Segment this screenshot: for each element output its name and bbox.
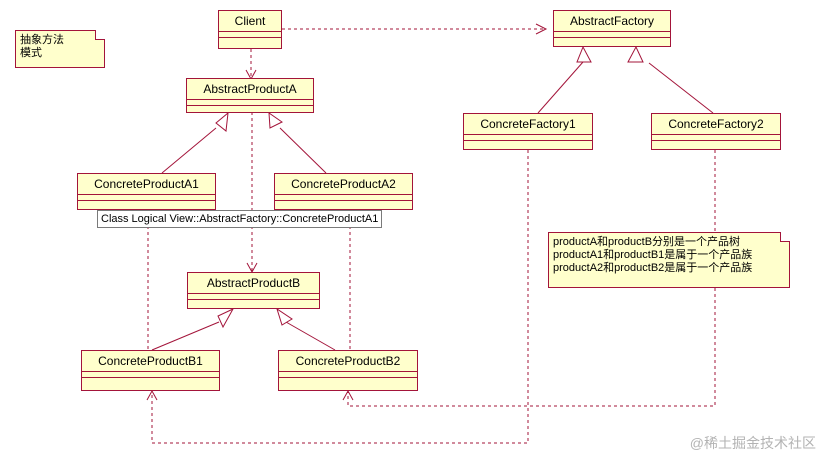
class-concrete-product-b1[interactable]: ConcreteProductB1	[81, 350, 220, 391]
class-concrete-product-a1[interactable]: ConcreteProductA1	[77, 173, 216, 210]
class-attributes-compartment	[279, 371, 417, 378]
note-line: productA1和productB1是属于一个产品族	[553, 249, 753, 261]
note-line: productA2和productB2是属于一个产品族	[553, 262, 753, 274]
class-concrete-factory-1[interactable]: ConcreteFactory1	[463, 113, 593, 150]
generalization-factory1	[537, 61, 584, 114]
generalization-product-b1	[151, 321, 220, 351]
element-tooltip: Class Logical View::AbstractFactory::Con…	[97, 210, 383, 228]
class-attributes-compartment	[464, 134, 592, 141]
class-name: AbstractFactory	[554, 11, 670, 32]
inheritance-triangle	[217, 307, 235, 329]
class-name: ConcreteFactory1	[464, 114, 592, 135]
class-name: AbstractProductB	[188, 273, 319, 294]
watermark: @稀土掘金技术社区	[689, 435, 816, 451]
class-abstract-product-a[interactable]: AbstractProductA	[186, 78, 314, 113]
note-fold-corner	[95, 30, 105, 40]
arrowhead-open	[342, 389, 354, 401]
generalization-product-a1	[161, 127, 217, 174]
note-pattern-title[interactable]: 抽象方法 模式	[15, 30, 105, 68]
class-attributes-compartment	[82, 371, 219, 378]
inheritance-triangle	[576, 45, 592, 63]
inheritance-triangle	[215, 111, 229, 132]
arrowhead-open	[146, 389, 158, 401]
class-name: Client	[219, 11, 281, 32]
note-line: productA和productB分别是一个产品树	[553, 236, 741, 248]
generalization-factory2	[648, 62, 714, 114]
arrowhead-open	[535, 23, 548, 35]
generalization-product-b2	[285, 321, 336, 351]
class-attributes-compartment	[652, 134, 780, 141]
class-attributes-compartment	[554, 31, 670, 38]
inheritance-triangle	[268, 111, 283, 129]
class-attributes-compartment	[188, 293, 319, 300]
class-abstract-factory[interactable]: AbstractFactory	[553, 10, 671, 47]
class-name: ConcreteProductA2	[275, 174, 412, 195]
class-name: AbstractProductA	[187, 79, 313, 100]
inheritance-triangle	[276, 307, 293, 326]
class-attributes-compartment	[78, 194, 215, 201]
class-name: ConcreteProductB1	[82, 351, 219, 372]
class-name: ConcreteProductA1	[78, 174, 215, 195]
class-attributes-compartment	[219, 31, 281, 38]
class-name: ConcreteFactory2	[652, 114, 780, 135]
class-concrete-factory-2[interactable]: ConcreteFactory2	[651, 113, 781, 150]
dependency-factory1-to-b1	[151, 150, 529, 444]
class-name: ConcreteProductB2	[279, 351, 417, 372]
note-line: 抽象方法	[20, 34, 64, 46]
class-concrete-product-b2[interactable]: ConcreteProductB2	[278, 350, 418, 391]
note-explanation[interactable]: productA和productB分别是一个产品树 productA1和prod…	[548, 232, 790, 288]
class-attributes-compartment	[275, 194, 412, 201]
generalization-product-a2	[279, 127, 327, 174]
note-fold-corner	[780, 232, 790, 242]
class-client[interactable]: Client	[218, 10, 282, 49]
class-attributes-compartment	[187, 99, 313, 106]
inheritance-triangle	[627, 45, 644, 63]
class-concrete-product-a2[interactable]: ConcreteProductA2	[274, 173, 413, 210]
note-line: 模式	[20, 47, 42, 59]
class-abstract-product-b[interactable]: AbstractProductB	[187, 272, 320, 309]
